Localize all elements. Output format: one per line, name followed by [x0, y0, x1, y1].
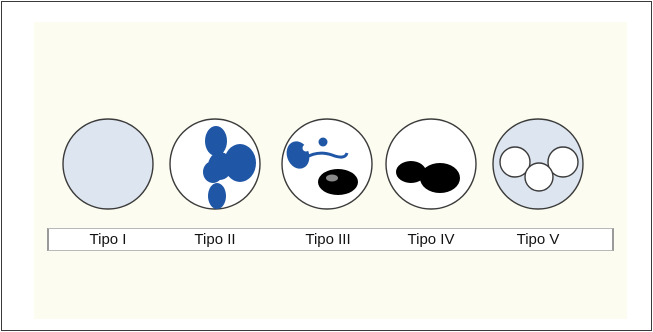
- empty-cell-icon: [63, 119, 153, 209]
- cell-type-3: [282, 119, 372, 209]
- cell-type-label-1: Tipo I: [63, 229, 153, 250]
- cell-type-4: [386, 119, 476, 209]
- cell-outline: [386, 119, 476, 209]
- cell-type-label-5: Tipo V: [493, 229, 583, 250]
- cell-type-5: [493, 119, 583, 209]
- cell-type-label-4: Tipo IV: [386, 229, 476, 250]
- cell-type-1: [63, 119, 153, 209]
- cell-type-label-2: Tipo II: [170, 229, 260, 250]
- cell-type-2: [170, 119, 260, 209]
- cell-type-label-3: Tipo III: [283, 229, 373, 250]
